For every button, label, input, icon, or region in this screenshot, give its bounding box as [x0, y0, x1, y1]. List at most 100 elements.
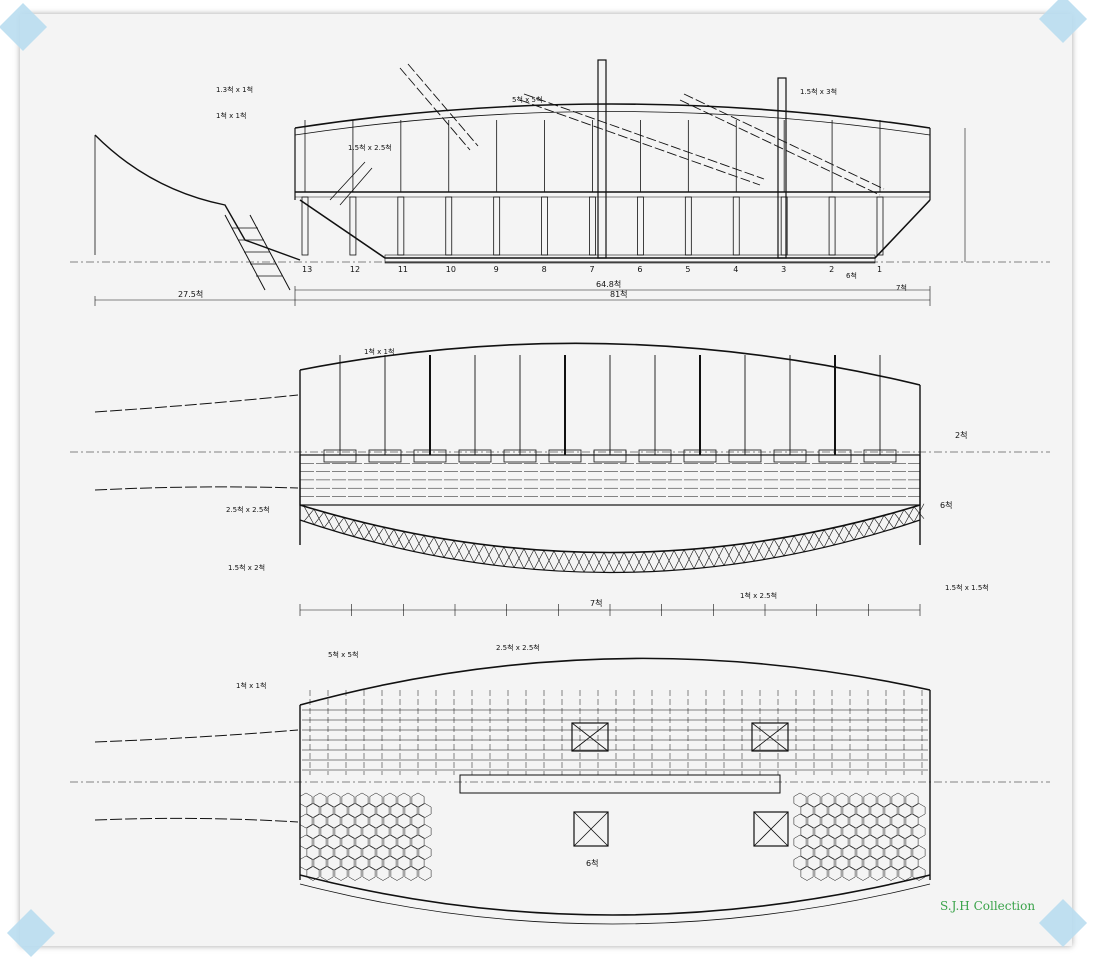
- side-lower-frame: [445, 196, 453, 256]
- plan-hex-cell: [849, 834, 863, 850]
- plan-hatch-2-x: [751, 722, 789, 752]
- plan-hex-cell: [884, 803, 898, 818]
- hull-outline: [299, 199, 931, 259]
- section-truss-x: [643, 551, 655, 573]
- plan-hex-cell: [849, 792, 863, 808]
- section-deck-block: [593, 449, 627, 463]
- plan-hex-cell: [863, 813, 877, 829]
- plan-hatch-1-x: [571, 722, 609, 752]
- plan-hex-cell: [320, 845, 334, 860]
- plan-hex-cell: [898, 803, 912, 818]
- plan-hex-cell: [800, 803, 814, 818]
- section-truss-x: [793, 533, 805, 555]
- plan-hex-cell: [327, 792, 341, 808]
- plan-hatch-2: [751, 722, 789, 752]
- plan-hex-cell: [828, 866, 842, 881]
- plan-center-beam: [459, 774, 781, 794]
- plan-hex-cell: [341, 834, 355, 850]
- section-hull-outer: [299, 519, 921, 574]
- section-truss-x: [893, 509, 905, 529]
- plan-hex-cell: [313, 855, 327, 871]
- section-truss-x: [483, 544, 495, 566]
- section-truss-x: [473, 543, 485, 564]
- side-label-c: 1.5척 x 2.5척: [348, 144, 392, 152]
- section-truss-x: [493, 545, 505, 567]
- spar-1: [399, 63, 479, 151]
- section-truss-x: [523, 548, 535, 570]
- plan-hex-cell: [884, 845, 898, 860]
- plan-hex-cell: [912, 824, 926, 839]
- plan-hex-cell: [856, 803, 870, 818]
- ladder-rungs: [232, 227, 282, 277]
- plan-hex-cell: [863, 834, 877, 850]
- plan-hex-cell: [842, 824, 856, 839]
- side-dim-total: 81척: [610, 290, 628, 299]
- section-deck-block: [863, 449, 897, 463]
- section-truss-x: [863, 517, 875, 538]
- plan-hex-cell: [891, 834, 905, 850]
- section-planks: [300, 463, 920, 497]
- section-truss-x: [353, 519, 365, 540]
- plan-hex-cell: [397, 813, 411, 829]
- plan-hex-cell: [411, 834, 425, 850]
- main-mast: [597, 59, 607, 259]
- plan-hex-cell: [912, 845, 926, 860]
- section-truss-x: [813, 529, 825, 550]
- section-label-c: 2.5척 x 2.5척: [226, 506, 270, 514]
- side-station-number: 5: [685, 265, 690, 274]
- section-deck-block: [548, 449, 582, 463]
- plan-box-2-x: [753, 811, 789, 847]
- spar-2: [519, 93, 765, 186]
- plan-hex-cell: [835, 813, 849, 829]
- section-deck-block: [368, 449, 402, 463]
- plan-hex-cell: [313, 792, 327, 808]
- plan-hex-cell: [369, 792, 383, 808]
- plan-hex-cell: [299, 834, 313, 850]
- plan-hex-cell: [411, 792, 425, 808]
- plan-hex-cell: [355, 813, 369, 829]
- plan-hex-cell: [383, 855, 397, 871]
- side-station-number: 3: [781, 265, 786, 274]
- oar-2: [94, 486, 299, 491]
- side-label-d: 5척 x 5척: [512, 96, 542, 104]
- plan-hex-cell: [877, 855, 891, 871]
- plan-hex-cell: [411, 855, 425, 871]
- section-deck-block: [503, 449, 537, 463]
- plan-hex-cell: [912, 866, 926, 881]
- plan-deck-grid: [302, 690, 928, 775]
- side-lower-frame: [397, 196, 405, 256]
- plan-box-2: [753, 811, 789, 847]
- plan-hex-cell: [369, 834, 383, 850]
- side-station-number: 2: [829, 265, 834, 274]
- plan-hex-cell: [905, 813, 919, 829]
- plan-hex-cell: [898, 866, 912, 881]
- section-truss-x: [843, 522, 855, 543]
- section-label-b: 1.5척 x 2척: [228, 564, 265, 572]
- side-label-b: 1척 x 1척: [216, 112, 246, 120]
- section-truss-x: [373, 524, 385, 545]
- section-deck-block: [773, 449, 807, 463]
- side-label-g: 7척: [896, 284, 907, 292]
- plan-label-c: 1척 x 1척: [236, 682, 266, 690]
- plan-hex-cell: [411, 813, 425, 829]
- section-truss-x: [903, 506, 915, 526]
- plan-hex-cell: [390, 845, 404, 860]
- section-truss-x: [513, 547, 525, 569]
- section-truss-x: [313, 509, 325, 528]
- section-truss-x: [733, 543, 745, 565]
- fore-mast: [777, 77, 787, 259]
- section-view: [70, 342, 1050, 616]
- side-station-number: 9: [494, 265, 499, 274]
- side-label-f: 6척: [846, 272, 857, 280]
- section-truss-x: [703, 547, 715, 568]
- keel-plank: [384, 254, 876, 264]
- plan-hex-cell: [306, 845, 320, 860]
- plan-hex-cell: [877, 834, 891, 850]
- plan-hex-cell: [877, 813, 891, 829]
- section-truss-x: [823, 527, 835, 548]
- section-truss-x: [443, 538, 455, 560]
- section-truss-x: [603, 552, 615, 573]
- section-truss-x: [423, 535, 435, 556]
- plan-hex-cell: [355, 792, 369, 808]
